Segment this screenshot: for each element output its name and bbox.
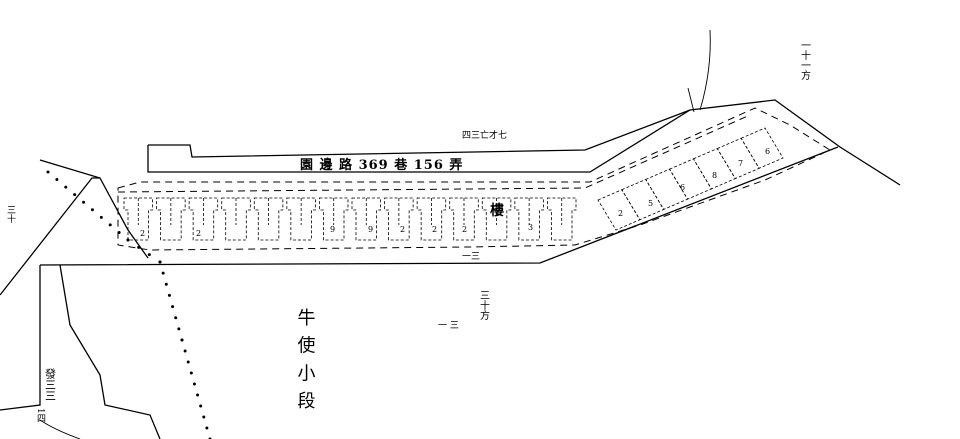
boundary-dot: [164, 282, 168, 286]
boundary-dot: [183, 349, 187, 353]
lower-road-boundary: [39, 146, 839, 266]
units-angled-section: [597, 127, 784, 231]
lower-road-edge: [0, 177, 100, 296]
unit-mark: 5: [648, 199, 653, 208]
annotation-bottom-mid-lower: 一 三: [438, 321, 459, 331]
unit-mark: 2: [140, 229, 145, 238]
row-house-unit: [253, 197, 284, 241]
upper-right-curve: [699, 29, 711, 111]
left-parcel: [0, 265, 41, 411]
row-house-unit: [384, 197, 414, 241]
bottom-left-parcel: [59, 264, 161, 439]
boundary-dot: [186, 360, 190, 364]
boundary-dot: [99, 215, 103, 219]
boundary-dot: [147, 253, 151, 257]
boundary-dot: [108, 223, 112, 227]
boundary-dot: [55, 178, 59, 182]
row-house-unit: [416, 197, 447, 241]
unit-mark: 6: [765, 147, 770, 156]
angled-unit: [668, 158, 713, 200]
unit-mark-labels: 2 2 9 9 2 2 2 3 2 5 6 8 7 6: [140, 147, 770, 238]
unit-mark: 2: [462, 225, 467, 234]
boundary-dot: [196, 393, 200, 397]
angled-unit: [692, 148, 736, 190]
unit-mark: 9: [368, 225, 373, 234]
units-straight-section: [123, 197, 577, 241]
boundary-dot: [192, 382, 196, 386]
left-upper-line: [39, 159, 149, 259]
row-house-unit: [514, 197, 544, 241]
upper-road-edge-inner: [147, 109, 691, 173]
row-house-unit: [547, 197, 577, 241]
boundary-dot: [180, 338, 184, 342]
annotation-bottom-left: 發三三: [44, 367, 57, 401]
unit-mark: 9: [330, 225, 335, 234]
building-outline-inner: [117, 114, 751, 193]
building-outline: [117, 107, 832, 251]
boundary-dot: [177, 327, 181, 331]
boundary-dot: [161, 271, 165, 275]
row-house-unit: [449, 197, 479, 241]
boundary-dot: [64, 185, 68, 189]
angled-unit: [740, 127, 784, 169]
diagonal-connector: [687, 87, 695, 113]
annotation-top-right: 一十一方: [799, 40, 811, 81]
boundary-dot: [73, 193, 77, 197]
annotation-top-mid: 四三亡才七: [462, 129, 507, 141]
unit-mark: 6: [680, 183, 685, 192]
unit-mark: 2: [196, 229, 201, 238]
row-house-unit: [351, 197, 381, 241]
boundary-dot: [174, 316, 178, 320]
annotation-left: 三十: [5, 205, 16, 224]
row-house-unit: [188, 197, 219, 241]
boundary-dot: [202, 415, 206, 419]
bottom-left-curve: [39, 419, 81, 439]
building-mark: 樓: [490, 202, 504, 219]
boundary-dot: [158, 260, 162, 264]
district-name: 牛 使 小 段: [295, 308, 316, 411]
unit-mark: 2: [432, 225, 437, 234]
row-house-unit: [319, 197, 349, 241]
dotted-boundary-left: [46, 170, 212, 439]
row-house-unit: [481, 197, 512, 241]
unit-mark: 8: [712, 171, 717, 180]
boundary-dot: [171, 305, 175, 309]
boundary-dot: [205, 426, 209, 430]
row-house-unit: [123, 197, 153, 241]
unit-mark: 7: [738, 159, 743, 168]
boundary-dot: [137, 245, 141, 249]
boundary-dot: [46, 170, 50, 174]
row-house-unit: [221, 197, 251, 241]
row-house-unit: [286, 197, 316, 241]
boundary-dot: [82, 200, 86, 204]
upper-road-edge: [148, 99, 901, 186]
annotation-bottom-mid-upper: 三十方: [478, 290, 490, 321]
row-house-unit: [156, 197, 186, 241]
unit-mark: 2: [618, 209, 623, 218]
boundary-dot: [199, 404, 203, 408]
road-label: 園 邊 路 369 巷 156 弄: [300, 157, 463, 173]
unit-mark: 3: [528, 223, 533, 232]
boundary-dot: [167, 293, 171, 297]
unit-mark: 2: [400, 225, 405, 234]
boundary-dot: [189, 371, 193, 375]
annotation-bottom-left-number: 1四: [35, 408, 46, 423]
annotation-below-road: 一三: [462, 252, 480, 262]
boundary-dot: [90, 208, 94, 212]
angled-unit: [621, 178, 665, 221]
